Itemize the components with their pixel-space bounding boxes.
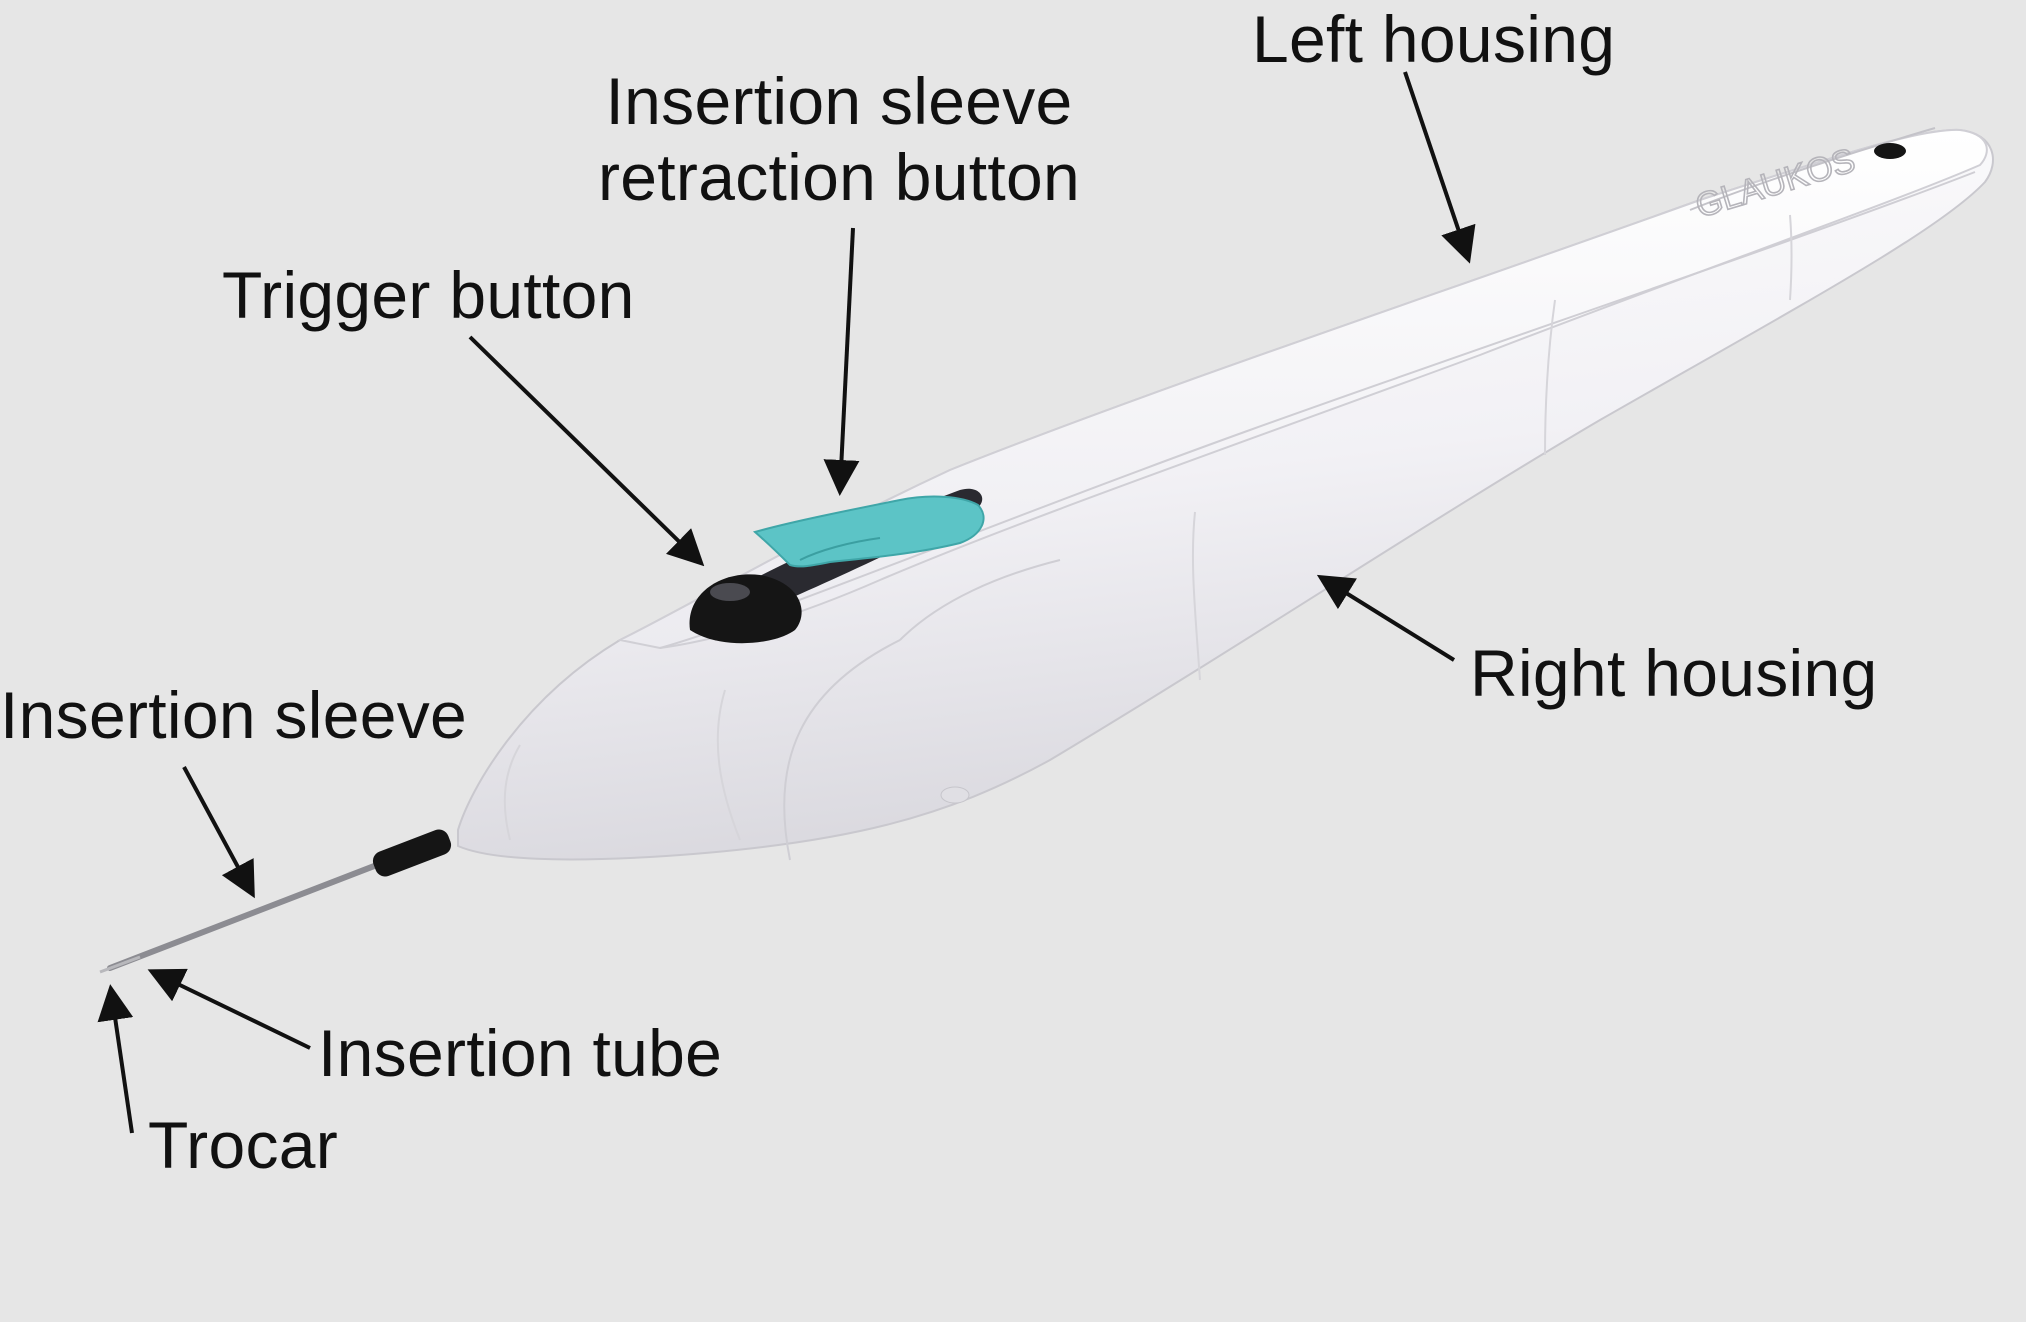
label-trigger-button: Trigger button: [222, 258, 635, 332]
bottom-tab: [940, 786, 970, 804]
label-right-housing: Right housing: [1470, 636, 1878, 710]
arrow-trigger-button: [468, 335, 705, 567]
insertion-tube: [99, 955, 141, 974]
arrow-right-housing: [1316, 574, 1456, 662]
retraction-button-shape: [752, 495, 985, 568]
arrow-trocar: [97, 984, 134, 1134]
sleeve-collar: [372, 829, 452, 877]
label-insertion-sleeve: Insertion sleeve: [0, 678, 468, 752]
label-retraction-button-line2: retraction button: [598, 139, 1081, 214]
label-insertion-tube: Insertion tube: [318, 1016, 723, 1090]
label-trocar: Trocar: [148, 1108, 339, 1182]
arrow-insertion-sleeve: [182, 766, 255, 899]
arrow-retraction-button: [823, 227, 860, 496]
end-cap-dot: [1874, 143, 1906, 159]
insertion-sleeve-shaft: [107, 855, 398, 971]
arrow-insertion-tube: [147, 968, 311, 1050]
label-retraction-button-line1: Insertion sleeve: [605, 64, 1073, 138]
label-left-housing: Left housing: [1252, 2, 1616, 76]
trigger-button-shape: [689, 574, 802, 644]
label-retraction-button: Insertion sleeve retraction button: [598, 64, 1080, 216]
arrow-left-housing: [1403, 71, 1476, 264]
